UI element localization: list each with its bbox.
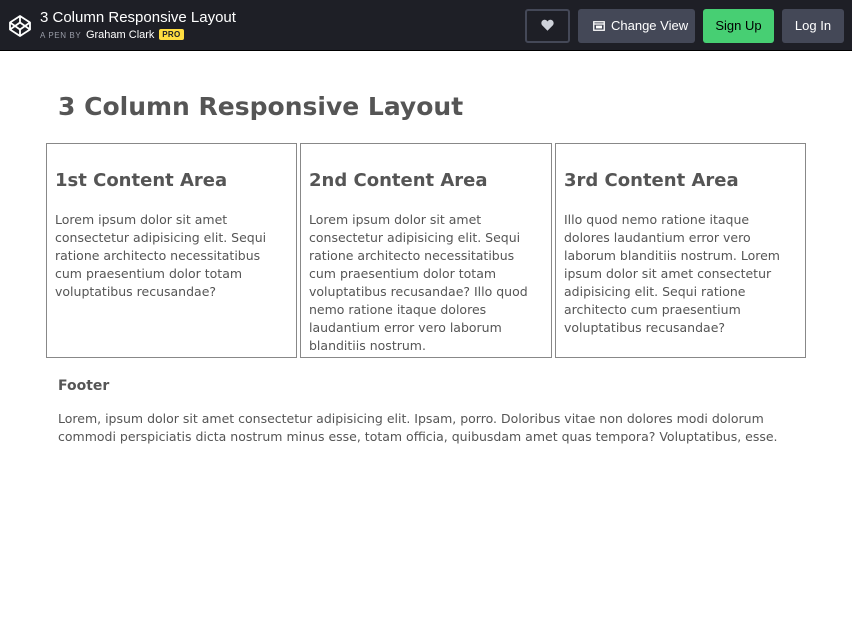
pro-badge: PRO — [159, 29, 184, 40]
footer-heading: Footer — [58, 378, 110, 394]
byline-prefix: A PEN BY — [40, 31, 82, 40]
content-area-text: Lorem ipsum dolor sit amet consectetur a… — [309, 212, 528, 353]
pen-byline: A PEN BY Graham Clark PRO — [40, 29, 184, 42]
change-view-label: Change View — [611, 18, 689, 33]
page-title: 3 Column Responsive Layout — [58, 92, 464, 121]
content-area-2: 2nd Content Area Lorem ipsum dolor sit a… — [300, 143, 552, 358]
content-area-heading: 3rd Content Area — [564, 170, 739, 191]
pen-title[interactable]: 3 Column Responsive Layout — [40, 9, 236, 26]
content-area-heading: 1st Content Area — [55, 170, 228, 191]
change-view-button[interactable]: Change View — [578, 9, 695, 43]
sign-up-button[interactable]: Sign Up — [703, 9, 774, 43]
author-link[interactable]: Graham Clark — [85, 29, 155, 41]
content-area-3: 3rd Content Area Illo quod nemo ratione … — [555, 143, 806, 358]
codepen-header: 3 Column Responsive Layout A PEN BY Grah… — [0, 0, 852, 51]
heart-icon — [541, 19, 554, 31]
footer-text: Lorem, ipsum dolor sit amet consectetur … — [58, 411, 778, 444]
log-in-button[interactable]: Log In — [782, 9, 844, 43]
like-button[interactable] — [525, 9, 570, 43]
content-area-text: Lorem ipsum dolor sit amet consectetur a… — [55, 212, 267, 299]
content-area-heading: 2nd Content Area — [309, 170, 488, 191]
codepen-logo-icon[interactable] — [8, 14, 32, 38]
content-area-text: Illo quod nemo ratione itaque dolores la… — [564, 212, 780, 335]
layout-icon — [593, 21, 605, 31]
content-area-1: 1st Content Area Lorem ipsum dolor sit a… — [46, 143, 297, 358]
page-content: 3 Column Responsive Layout 1st Content A… — [0, 52, 852, 640]
